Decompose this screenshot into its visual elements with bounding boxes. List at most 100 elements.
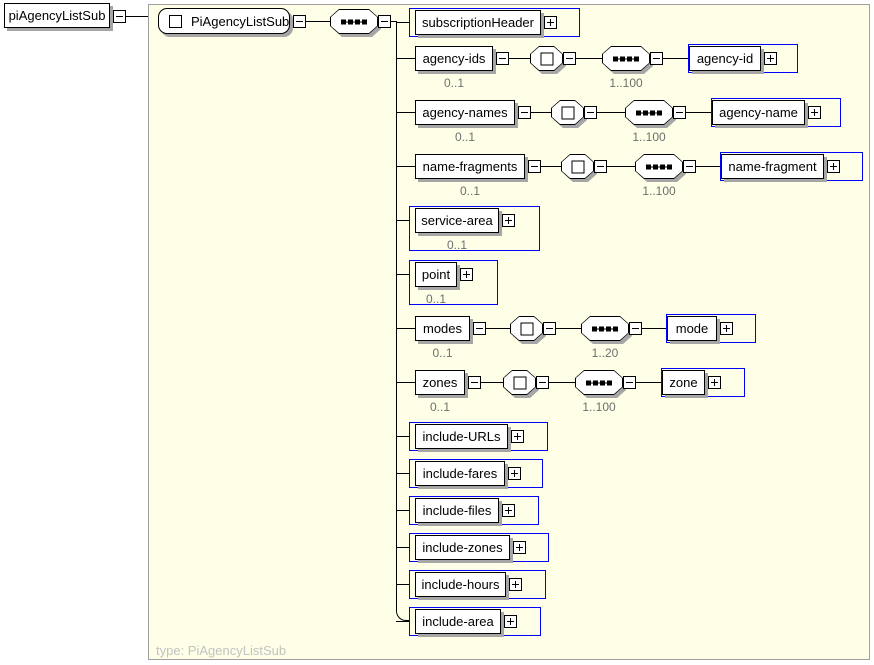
connector-line [696, 166, 720, 167]
element-box-include-fares[interactable]: include-fares [415, 461, 505, 486]
square-glyph [513, 376, 526, 389]
occurrence-label: 0..1 [429, 400, 450, 414]
expand-icon[interactable] [502, 504, 515, 517]
element-box-agency-id[interactable]: agency-id [689, 46, 761, 71]
element-frame [711, 98, 841, 127]
collapse-icon[interactable] [563, 52, 576, 65]
collapse-icon[interactable] [584, 106, 597, 119]
sequence-compositor-icon[interactable] [602, 46, 650, 71]
connector-line [306, 21, 330, 22]
element-frame [661, 368, 745, 397]
element-frame [720, 152, 863, 181]
complex-content-icon[interactable] [530, 46, 563, 71]
connector-line [396, 112, 416, 113]
element-box-include-URLs[interactable]: include-URLs [415, 424, 508, 449]
element-box-include-hours[interactable]: include-hours [415, 572, 506, 597]
connector-line [486, 328, 510, 329]
complex-content-icon[interactable] [510, 316, 543, 341]
collapse-icon[interactable] [496, 52, 509, 65]
collapse-icon[interactable] [594, 160, 607, 173]
element-box-service-area[interactable]: service-area [415, 208, 499, 233]
collapse-icon[interactable] [673, 106, 686, 119]
expand-icon[interactable] [504, 615, 517, 628]
expand-icon[interactable] [720, 322, 733, 335]
collapse-icon[interactable] [468, 376, 481, 389]
expand-icon[interactable] [511, 430, 524, 443]
connector-line [541, 166, 561, 167]
element-box-agency-name[interactable]: agency-name [712, 100, 805, 125]
element-box-agency-ids[interactable]: agency-ids [415, 46, 493, 71]
element-box-name-fragment[interactable]: name-fragment [721, 154, 824, 179]
element-frame [409, 206, 540, 251]
collapse-icon[interactable] [378, 15, 391, 28]
sequence-glyph [613, 56, 639, 61]
expand-icon[interactable] [502, 214, 515, 227]
element-frame [409, 570, 546, 599]
element-frame [409, 260, 498, 305]
occurrence-label: 0..1 [425, 292, 446, 306]
expand-icon[interactable] [509, 578, 522, 591]
sequence-compositor-icon[interactable] [581, 316, 629, 341]
element-box-include-zones[interactable]: include-zones [415, 535, 510, 560]
complex-type-icon [169, 14, 182, 28]
collapse-icon[interactable] [536, 376, 549, 389]
element-box-zone[interactable]: zone [662, 370, 705, 395]
collapse-icon[interactable] [518, 106, 531, 119]
element-box-zones[interactable]: zones [415, 370, 465, 395]
expand-icon[interactable] [513, 541, 526, 554]
connector-line [396, 166, 416, 167]
connector-line [396, 58, 416, 59]
occurrence-label: 0..1 [432, 346, 453, 360]
element-box-point[interactable]: point [415, 262, 457, 287]
expand-icon[interactable] [544, 16, 557, 29]
connector-line [481, 382, 503, 383]
connector-line [556, 328, 581, 329]
occurrence-label: 0..1 [454, 130, 475, 144]
collapse-icon[interactable] [293, 15, 306, 28]
element-frame [688, 44, 798, 73]
occurrence-label: 1..100 [632, 130, 666, 144]
element-frame [409, 496, 539, 525]
element-box-agency-names[interactable]: agency-names [415, 100, 515, 125]
element-box-include-files[interactable]: include-files [415, 498, 499, 523]
element-box-modes[interactable]: modes [415, 316, 470, 341]
expand-icon[interactable] [808, 106, 821, 119]
complex-content-icon[interactable] [561, 154, 594, 179]
connector-line [396, 436, 410, 437]
connector-line [636, 382, 661, 383]
expand-icon[interactable] [708, 376, 721, 389]
expand-icon[interactable] [764, 52, 777, 65]
collapse-icon[interactable] [528, 160, 541, 173]
sequence-compositor-icon[interactable] [635, 154, 683, 179]
expand-icon[interactable] [508, 467, 521, 480]
element-frame [409, 422, 548, 451]
collapse-icon[interactable] [683, 160, 696, 173]
complex-type-box[interactable]: PiAgencyListSub [158, 8, 290, 34]
element-box-mode[interactable]: mode [667, 316, 717, 341]
collapse-icon[interactable] [623, 376, 636, 389]
collapse-icon[interactable] [650, 52, 663, 65]
sequence-compositor-icon[interactable] [625, 100, 673, 125]
sequence-glyph [586, 380, 612, 385]
collapse-icon[interactable] [629, 322, 642, 335]
sequence-compositor-icon[interactable] [330, 9, 378, 34]
element-box-name-fragments[interactable]: name-fragments [415, 154, 525, 179]
element-frame [409, 459, 543, 488]
type-box-label: PiAgencyListSub [191, 13, 290, 29]
global-element-box[interactable]: piAgencyListSub [4, 3, 110, 28]
element-frame [409, 533, 549, 562]
element-box-include-area[interactable]: include-area [415, 609, 501, 634]
collapse-icon[interactable] [473, 322, 486, 335]
expand-icon[interactable] [827, 160, 840, 173]
collapse-icon[interactable] [543, 322, 556, 335]
sequence-compositor-icon[interactable] [575, 370, 623, 395]
occurrence-label: 0..1 [459, 184, 480, 198]
complex-content-icon[interactable] [551, 100, 584, 125]
expand-icon[interactable] [460, 268, 473, 281]
collapse-icon[interactable] [113, 10, 126, 23]
connector-line [509, 58, 530, 59]
occurrence-label: 1..100 [642, 184, 676, 198]
complex-content-icon[interactable] [503, 370, 536, 395]
connector-line [396, 328, 416, 329]
element-box-subscriptionHeader[interactable]: subscriptionHeader [415, 10, 541, 35]
